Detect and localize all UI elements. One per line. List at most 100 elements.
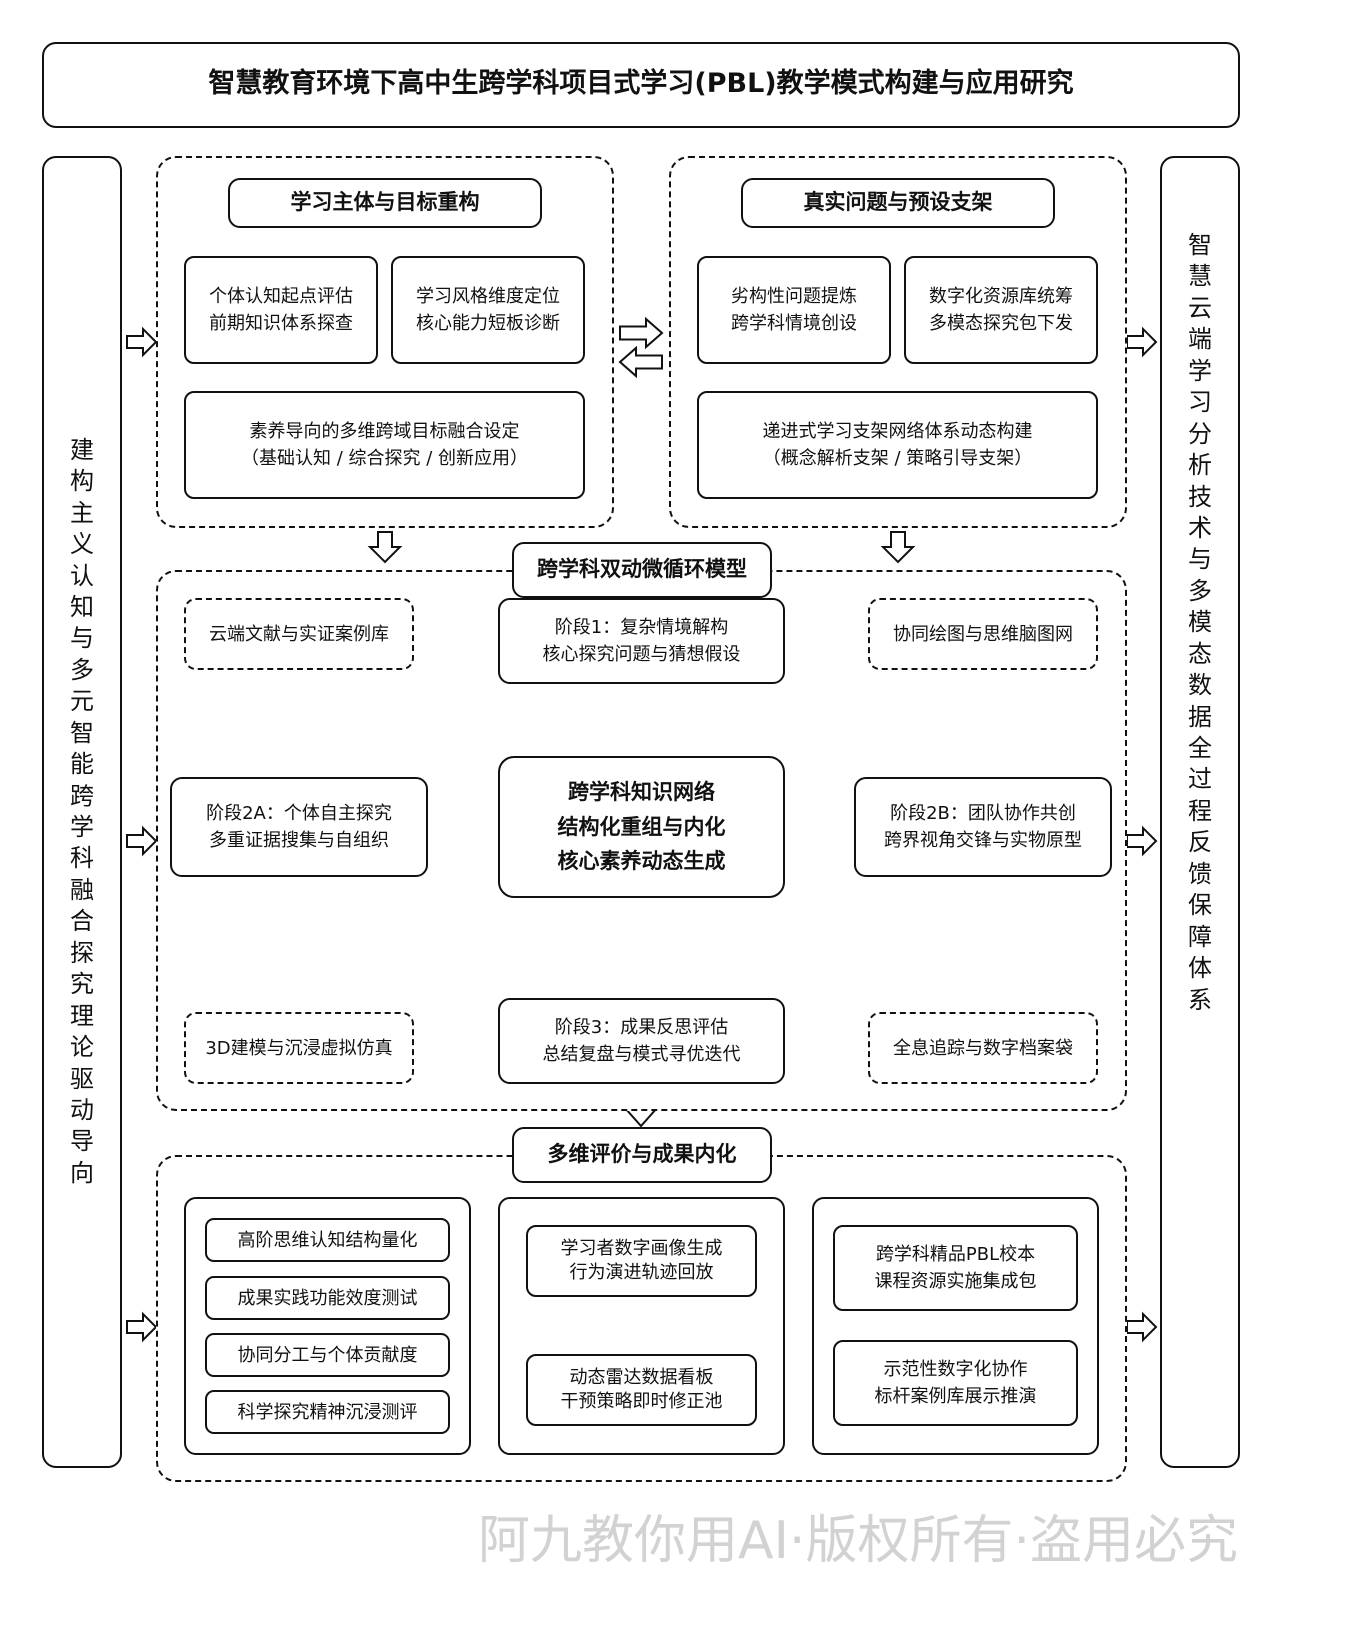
text-line: 跨学科精品PBL校本 [875, 1244, 1036, 1265]
text-line: 递进式学习支架网络体系动态构建 [762, 421, 1033, 442]
box-radar-dashboard: 动态雷达数据看板干预策略即时修正池 [526, 1354, 757, 1426]
pillar-char: 体 [1188, 954, 1212, 983]
pillar-char: 学 [70, 813, 94, 841]
pillar-char: 障 [1188, 922, 1212, 951]
pillar-char: 析 [1188, 451, 1212, 480]
text-line: 核心探究问题与猜想假设 [542, 644, 741, 665]
pillar-char: 智 [70, 718, 94, 747]
flow-arrow [1126, 825, 1158, 857]
text-line: 阶段3：成果反思评估 [554, 1017, 729, 1038]
pillar-char: 程 [1188, 796, 1212, 825]
pillar-char: 习 [1188, 388, 1212, 417]
text-line: 阶段1：复杂情境解构 [554, 617, 729, 638]
text-line: 前期知识体系探查 [209, 313, 353, 334]
text-line: 跨学科知识网络 [568, 780, 715, 805]
text-line: 阶段2A：个体自主探究 [206, 803, 392, 824]
text-line: 行为演进轨迹回放 [569, 1262, 714, 1283]
text-line: 示范性数字化协作 [883, 1359, 1028, 1380]
pillar-char: 慧 [1188, 262, 1212, 291]
header-evaluation: 多维评价与成果内化 [512, 1127, 772, 1183]
text-line: 跨界视角交锋与实物原型 [884, 830, 1082, 851]
pillar-char: 分 [1188, 419, 1212, 448]
stage-1-box: 阶段1：复杂情境解构核心探究问题与猜想假设 [498, 598, 785, 684]
text-line: 数字化资源库统筹 [929, 286, 1073, 307]
pillar-char: 主 [70, 498, 94, 527]
text-line: 阶段2B：团队协作共创 [890, 803, 1076, 824]
pillar-char: 跨 [70, 781, 94, 810]
watermark-bottom: 阿九教你用AI·版权所有·盗用必究 [478, 1511, 1238, 1571]
pillar-char: 态 [1188, 639, 1212, 668]
eval-item-3: 协同分工与个体贡献度 [205, 1333, 450, 1377]
tool-holographic-portfolio: 全息追踪与数字档案袋 [868, 1012, 1098, 1084]
text-line: 总结复盘与模式寻优迭代 [542, 1044, 741, 1065]
box-cognitive-start: 个体认知起点评估前期知识体系探查 [184, 256, 378, 364]
right-support-pillar: 智慧云端学习分析技术与多模态数据全过程反馈保障体系 [1160, 156, 1240, 1468]
pillar-char: 系 [1188, 985, 1212, 1014]
flow-arrow [880, 531, 916, 564]
stage-2b-box: 阶段2B：团队协作共创跨界视角交锋与实物原型 [854, 777, 1112, 877]
pillar-char: 过 [1188, 765, 1212, 794]
text-line: 干预策略即时修正池 [560, 1391, 723, 1412]
eval-item-1: 高阶思维认知结构量化 [205, 1218, 450, 1262]
box-learning-style: 学习风格维度定位核心能力短板诊断 [391, 256, 585, 364]
pillar-char: 全 [1188, 734, 1212, 762]
pillar-char: 向 [70, 1158, 94, 1187]
text-line: 多模态探究包下发 [929, 313, 1073, 334]
box-literacy-goals: 素养导向的多维跨域目标融合设定（基础认知 / 综合探究 / 创新应用） [184, 391, 585, 499]
text-line: 标杆案例库展示推演 [874, 1386, 1037, 1407]
pillar-char: 论 [70, 1033, 94, 1062]
pillar-char: 科 [70, 844, 94, 873]
pillar-char: 与 [1188, 545, 1212, 574]
pillar-char: 端 [1188, 325, 1212, 354]
text-line: 劣构性问题提炼 [731, 286, 857, 307]
stage-3-box: 阶段3：成果反思评估总结复盘与模式寻优迭代 [498, 998, 785, 1084]
pillar-char: 理 [70, 1001, 94, 1030]
pillar-char: 导 [70, 1127, 94, 1156]
flow-arrow [126, 1311, 158, 1343]
pillar-char: 知 [70, 592, 94, 621]
text-line: 核心素养动态生成 [557, 849, 726, 874]
flow-arrow [126, 825, 158, 857]
core-knowledge-box: 跨学科知识网络结构化重组与内化核心素养动态生成 [498, 756, 785, 898]
pillar-char: 合 [70, 907, 94, 936]
tool-3d-simulation: 3D建模与沉浸虚拟仿真 [184, 1012, 414, 1084]
pillar-char: 构 [70, 467, 94, 496]
flow-arrow [1126, 326, 1158, 358]
text-line: 动态雷达数据看板 [569, 1366, 714, 1388]
header-micro-cycle: 跨学科双动微循环模型 [512, 542, 772, 598]
pillar-char: 技 [1188, 482, 1212, 511]
right-pillar-text: 智慧云端学习分析技术与多模态数据全过程反馈保障体系 [1188, 230, 1212, 1016]
pillar-char: 认 [70, 561, 94, 590]
pillar-char: 反 [1188, 828, 1212, 857]
text-line: 学习风格维度定位 [416, 286, 560, 307]
pillar-char: 建 [70, 435, 94, 464]
pillar-char: 与 [70, 624, 94, 653]
pillar-char: 融 [70, 875, 94, 904]
pillar-char: 智 [1188, 231, 1212, 259]
pillar-char: 模 [1188, 608, 1212, 637]
text-line: 多重证据搜集与自组织 [209, 830, 389, 851]
box-ill-structured-problems: 劣构性问题提炼跨学科情境创设 [697, 256, 891, 364]
text-line: 素养导向的多维跨域目标融合设定 [249, 421, 520, 442]
pillar-char: 义 [70, 530, 94, 559]
stage-2a-box: 阶段2A：个体自主探究多重证据搜集与自组织 [170, 777, 428, 877]
header-learner-goals: 学习主体与目标重构 [228, 178, 542, 228]
box-benchmark-cases: 示范性数字化协作标杆案例库展示推演 [833, 1340, 1078, 1426]
box-scaffold-network: 递进式学习支架网络体系动态构建 （概念解析支架 / 策略引导支架） [697, 391, 1098, 499]
left-theory-pillar: 建构主义认知与多元智能跨学科融合探究理论驱动导向 [42, 156, 122, 1468]
pillar-char: 动 [70, 1095, 94, 1124]
pillar-char: 数 [1188, 671, 1212, 700]
title-box: 智慧教育环境下高中生跨学科项目式学习(PBL)教学模式构建与应用研究 [42, 42, 1240, 128]
pillar-char: 能 [70, 750, 94, 779]
pillar-char: 元 [70, 687, 94, 716]
flow-arrow [1126, 1311, 1158, 1343]
pillar-char: 术 [1188, 513, 1212, 542]
text-line: 学习者数字画像生成 [560, 1237, 723, 1259]
header-real-problems: 真实问题与预设支架 [741, 178, 1055, 228]
text-line: （概念解析支架 / 策略引导支架） [762, 448, 1033, 469]
pillar-char: 学 [1188, 356, 1212, 385]
pillar-char: 探 [70, 938, 94, 967]
flow-arrow [619, 316, 664, 350]
left-pillar-text: 建构主义认知与多元智能跨学科融合探究理论驱动导向 [70, 435, 94, 1190]
